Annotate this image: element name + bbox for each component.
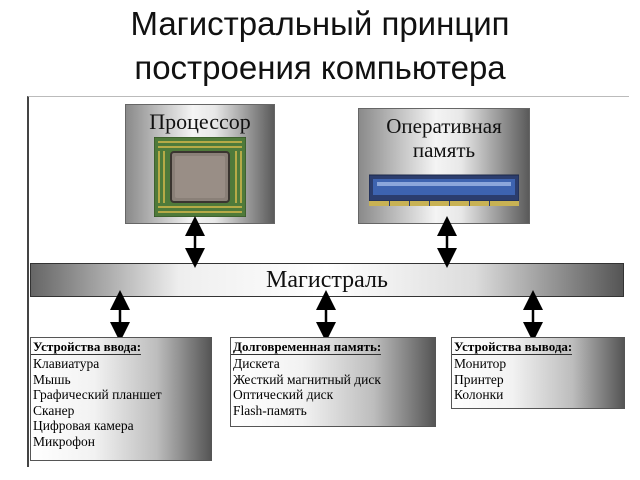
list-item: Клавиатура xyxy=(33,356,100,371)
processor-box: Процессор xyxy=(125,104,275,224)
list-item: Микрофон xyxy=(33,433,96,449)
list-item: Flash-память xyxy=(233,402,307,418)
list-item: Жесткий магнитный диск xyxy=(233,371,381,387)
bus-label: Магистраль xyxy=(266,267,388,293)
list-item: Сканер xyxy=(33,402,75,418)
output-devices-box: Устройства вывода: Монитор Принтер Колон… xyxy=(451,337,625,409)
list-item: Монитор xyxy=(454,356,507,371)
title-line-2: построения компьютера xyxy=(134,49,506,86)
list-item: Графический планшет xyxy=(33,387,162,402)
list-item: Цифровая камера xyxy=(33,418,134,433)
ram-box: Оперативная память xyxy=(358,108,530,224)
list-item: Дискета xyxy=(233,356,280,371)
ram-module-icon xyxy=(369,174,519,206)
input-devices-heading: Устройства ввода: xyxy=(31,339,142,355)
long-term-memory-heading: Долговременная память: xyxy=(231,339,382,355)
input-devices-box: Устройства ввода: Клавиатура Мышь Графич… xyxy=(30,337,212,461)
list-item: Принтер xyxy=(454,371,504,387)
list-item: Оптический диск xyxy=(233,387,334,402)
list-item: Колонки xyxy=(454,387,504,402)
ram-label-line-1: Оперативная xyxy=(386,114,502,138)
ram-label-line-2: память xyxy=(412,138,476,162)
list-item: Мышь xyxy=(33,371,71,387)
cpu-chip-icon xyxy=(154,137,246,217)
slide-title: Магистральный принцип построения компьют… xyxy=(0,2,640,90)
processor-label: Процессор xyxy=(149,109,251,134)
output-devices-list: Монитор Принтер Колонки xyxy=(452,356,624,403)
output-devices-heading: Устройства вывода: xyxy=(452,339,573,355)
long-term-memory-box: Долговременная память: Дискета Жесткий м… xyxy=(230,337,436,427)
title-line-1: Магистральный принцип xyxy=(130,5,510,42)
long-term-memory-list: Дискета Жесткий магнитный диск Оптически… xyxy=(231,356,435,418)
input-devices-list: Клавиатура Мышь Графический планшет Скан… xyxy=(31,356,211,449)
diagram-frame xyxy=(27,96,629,467)
